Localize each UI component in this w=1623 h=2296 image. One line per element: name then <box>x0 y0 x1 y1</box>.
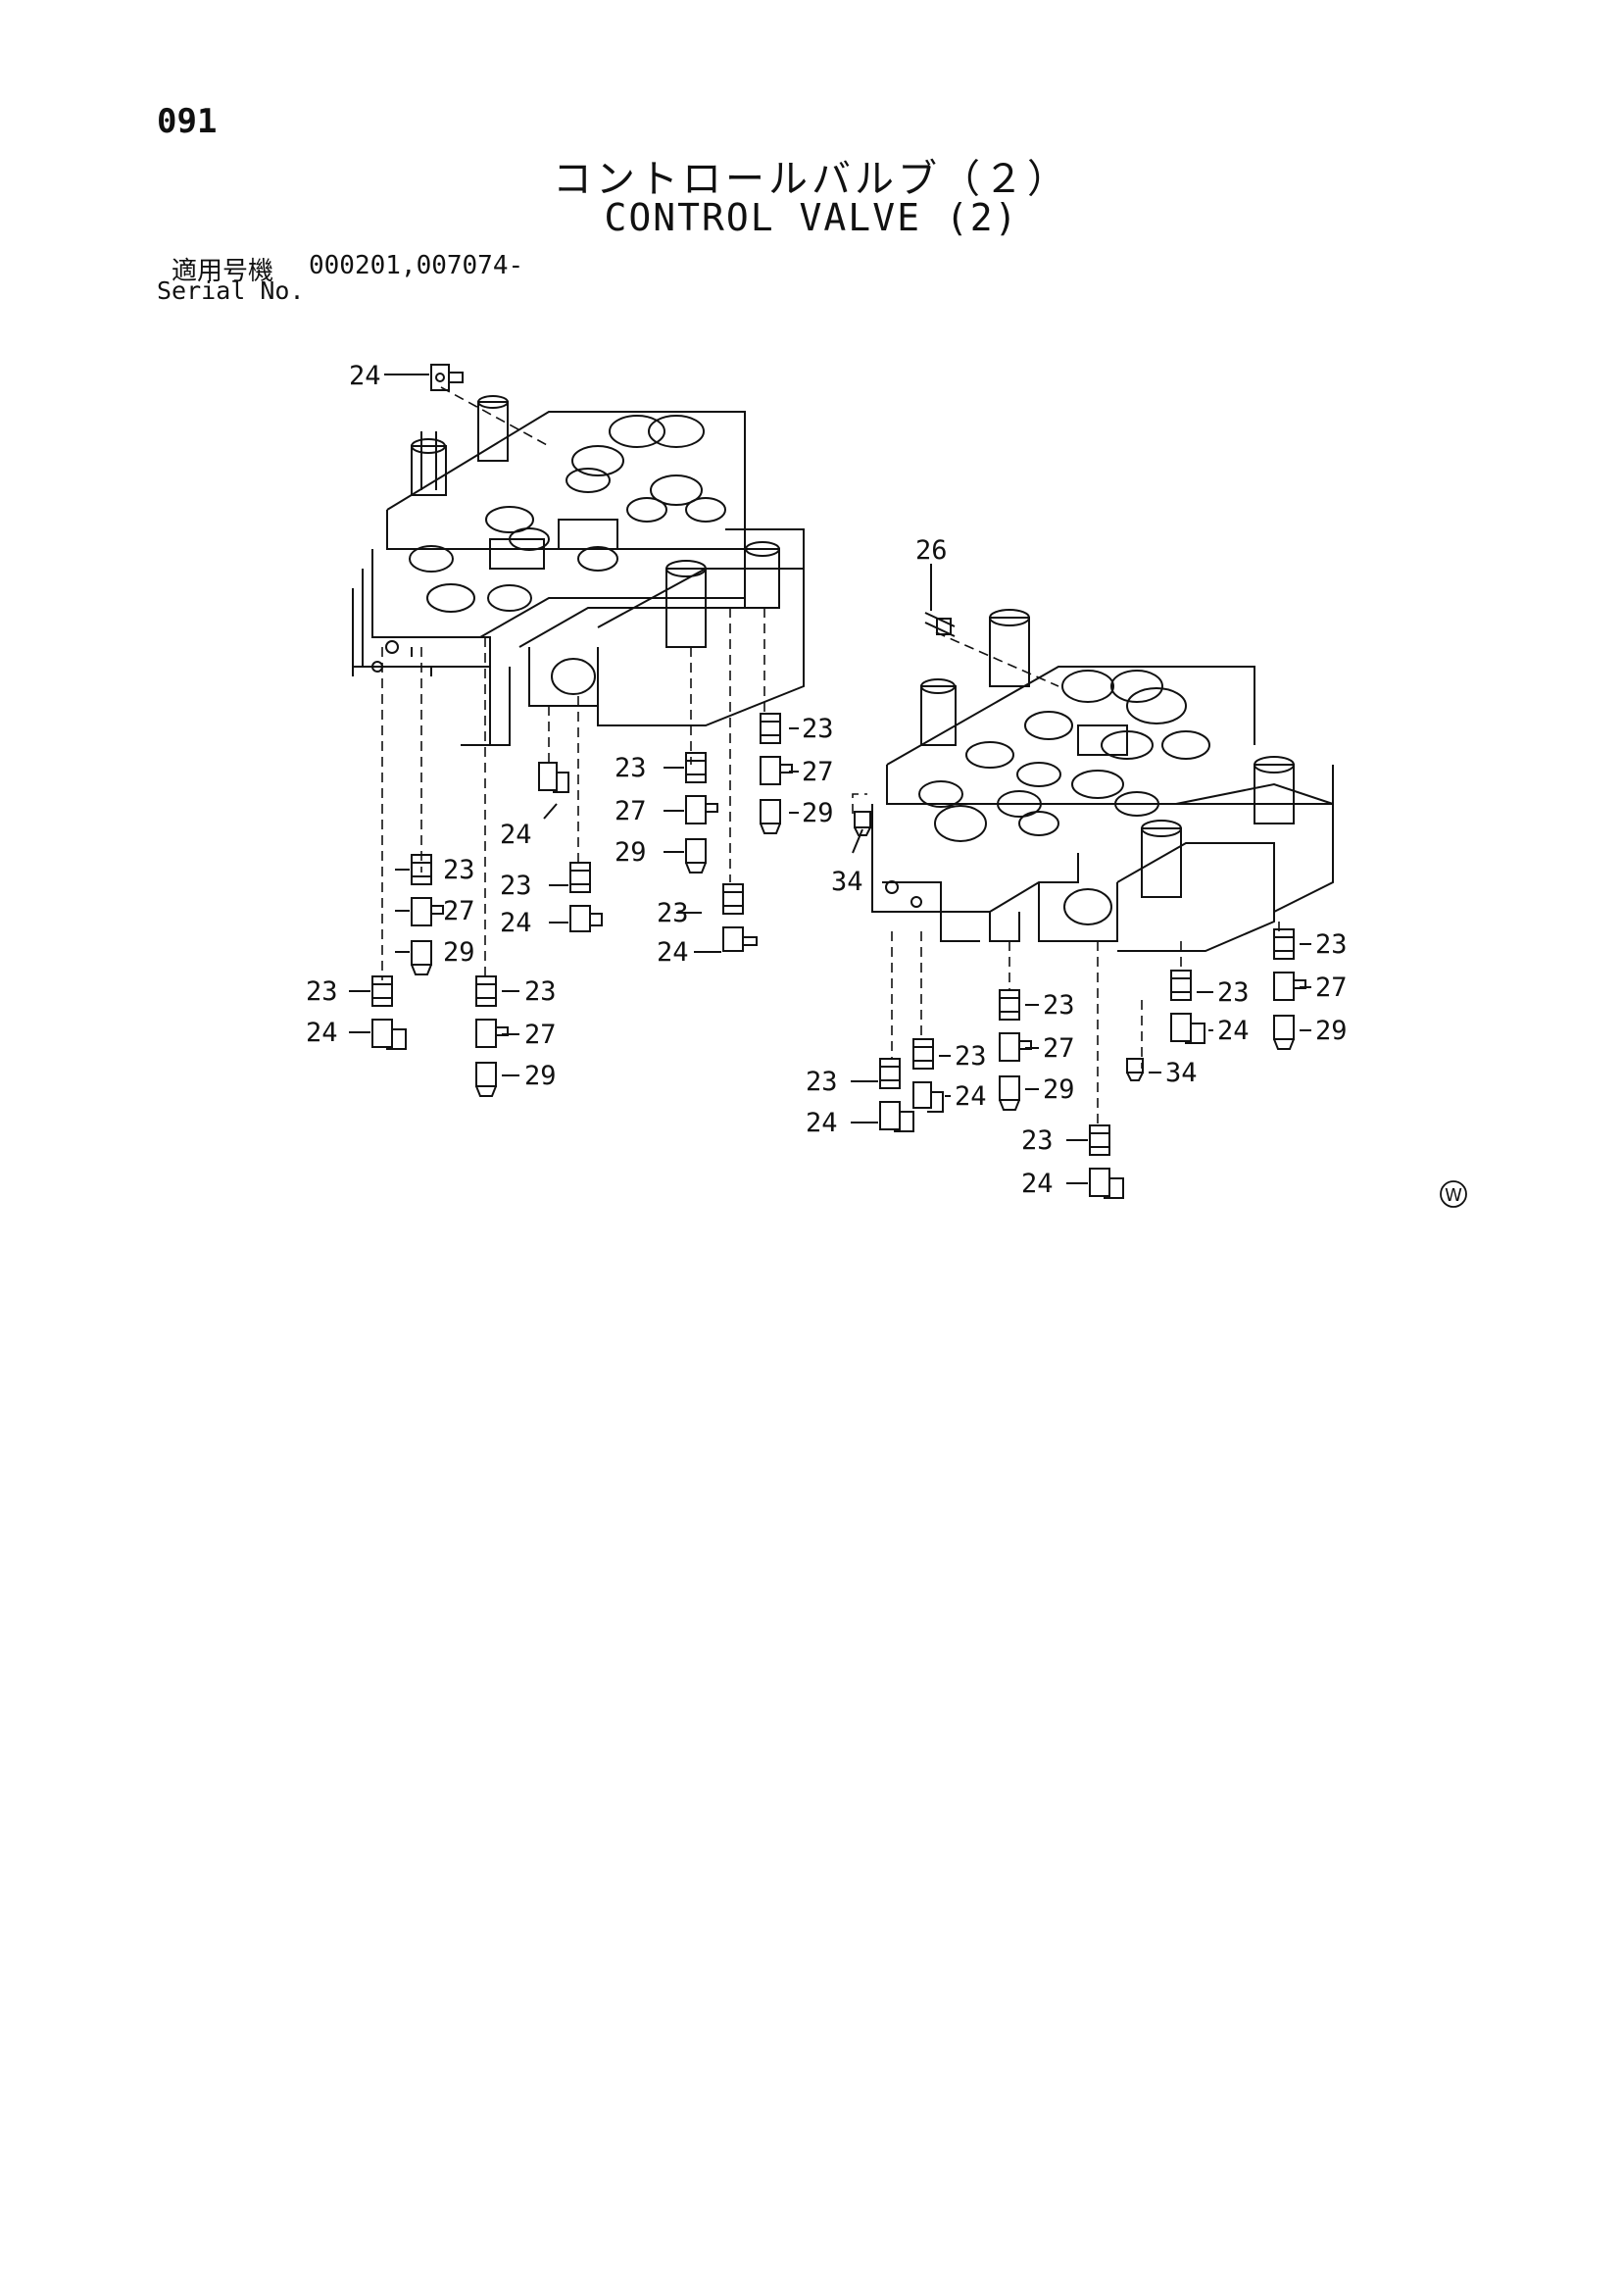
callout-label: 26 <box>915 535 948 566</box>
callout-label: 23 <box>955 1041 987 1072</box>
callout-label: 24 <box>1021 1169 1054 1199</box>
callout-label: 29 <box>1043 1074 1075 1105</box>
callout-leaders <box>349 374 1311 1184</box>
serial-label-japanese: 適用号機 <box>172 257 274 286</box>
callout-label: 24 <box>306 1018 338 1048</box>
fittings <box>371 364 1306 1199</box>
page-number: 091 <box>157 102 218 141</box>
callout-label: 24 <box>955 1081 987 1112</box>
callout-label: 23 <box>306 976 338 1007</box>
callout-label: 24 <box>657 937 689 968</box>
callout-label: 24 <box>806 1108 838 1138</box>
w-mark-letter: W <box>1445 1185 1462 1206</box>
callout-label: 23 <box>1043 990 1075 1021</box>
callout-label: 27 <box>1043 1033 1075 1064</box>
callout-label: 23 <box>443 855 475 885</box>
serial-label-english: Serial No. <box>157 276 305 305</box>
callout-label: 24 <box>500 820 532 850</box>
callout-label: 29 <box>615 837 647 868</box>
callout-label: 27 <box>443 896 475 926</box>
callout-label: 23 <box>1315 929 1348 960</box>
callout-label: 27 <box>524 1020 557 1050</box>
callout-label: 29 <box>1315 1016 1348 1046</box>
callout-label: 23 <box>1217 977 1250 1008</box>
callout-label: 27 <box>802 757 834 787</box>
callout-label: 23 <box>1021 1125 1054 1156</box>
callout-label: 27 <box>615 796 647 826</box>
title-english: CONTROL VALVE (2) <box>604 196 1019 239</box>
callout-label: 34 <box>831 867 863 897</box>
callout-label: 23 <box>802 714 834 744</box>
callout-label: 27 <box>1315 973 1348 1003</box>
title-japanese: コントロールバルブ（２） <box>553 157 1070 202</box>
left-valve-assembly <box>352 395 805 746</box>
leader-lines <box>381 386 1280 1127</box>
callout-label: 23 <box>657 898 689 928</box>
callout-label: 29 <box>443 937 475 968</box>
callout-label: 24 <box>1217 1016 1250 1046</box>
callout-label: 29 <box>802 798 834 828</box>
callout-label: 24 <box>500 908 532 938</box>
callout-label: 23 <box>524 976 557 1007</box>
w-circle-mark: W <box>1440 1180 1467 1208</box>
serial-numbers: 000201,007074- <box>309 251 524 280</box>
callout-label: 29 <box>524 1061 557 1091</box>
callout-label: 23 <box>806 1067 838 1097</box>
callout-label: 34 <box>1165 1058 1198 1088</box>
callout-label: 24 <box>349 361 381 391</box>
right-valve-assembly <box>871 609 1334 952</box>
callout-label: 23 <box>500 871 532 901</box>
callout-label: 23 <box>615 753 647 783</box>
callout-labels: 24 26 23 27 29 23 27 29 24 23 24 23 24 2… <box>306 361 1348 1199</box>
